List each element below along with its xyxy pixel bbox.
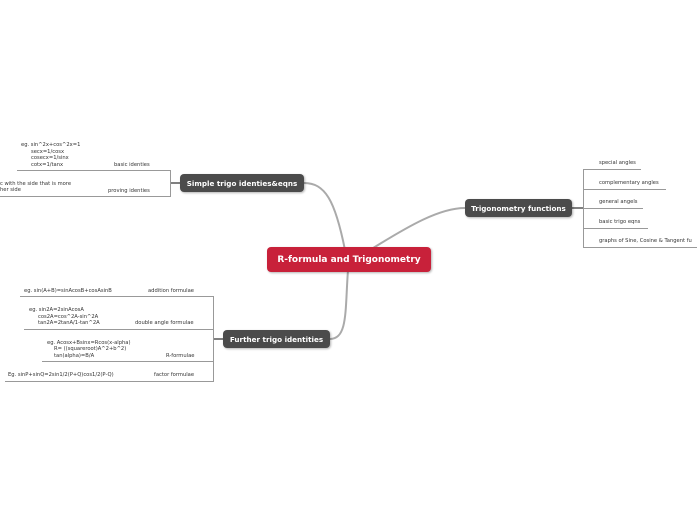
double-example-2: cos2A=cos^2A-sin^2A [38, 314, 99, 320]
double-example-3: tan2A=2tanA/1-tan^2A [38, 320, 100, 326]
item-special-angles[interactable]: special angles [599, 160, 636, 166]
subtopic-proving-identities[interactable]: proving identies [108, 188, 150, 194]
item-graphs[interactable]: graphs of Sine, Cosine & Tangent fu [599, 238, 692, 244]
r-example-2: R= ((squareroot)A^2+b^2) [54, 346, 127, 352]
addition-example: eg. sin(A+B)=sinAcosB+cosAsinB [24, 288, 112, 294]
subtopic-double-angle[interactable]: double angle formulae [135, 320, 194, 326]
subtopic-r-formulae[interactable]: R-formulae [166, 353, 195, 359]
proving-text-2: her side [0, 187, 21, 193]
topic-simple-trigo[interactable]: Simple trigo identies&eqns [180, 174, 304, 192]
basic-example-3: cosecx=1/sinx [31, 155, 69, 161]
item-general-angles[interactable]: general angels [599, 199, 638, 205]
r-example-3: tan(alpha)=B/A [54, 353, 95, 359]
double-example-1: eg. sin2A=2sinAcosA [29, 307, 84, 313]
basic-example-2: secx=1/cosx [31, 149, 65, 155]
item-basic-trigo-eqns[interactable]: basic trigo eqns [599, 219, 641, 225]
topic-trig-functions[interactable]: Trigonometry functions [465, 199, 572, 217]
r-example-1: eg. Acosx+Bsinx=Rcos(x-alpha) [47, 340, 131, 346]
topic-further-identities[interactable]: Further trigo identities [223, 330, 330, 348]
factor-example: Eg. sinP+sinQ=2sin1/2(P+Q)cos1/2(P-Q) [8, 372, 114, 378]
proving-text-1: c with the side that is more [0, 181, 72, 187]
central-topic[interactable]: R-formula and Trigonometry [267, 247, 431, 272]
subtopic-factor[interactable]: factor formulae [154, 372, 195, 378]
basic-example-4: cotx=1/tanx [31, 162, 64, 168]
item-complementary-angles[interactable]: complementary angles [599, 180, 659, 186]
basic-example-1: eg. sin^2x+cos^2x=1 [21, 142, 81, 148]
subtopic-addition[interactable]: addition formulae [148, 288, 194, 294]
subtopic-basic-identities[interactable]: basic identies [114, 162, 150, 168]
